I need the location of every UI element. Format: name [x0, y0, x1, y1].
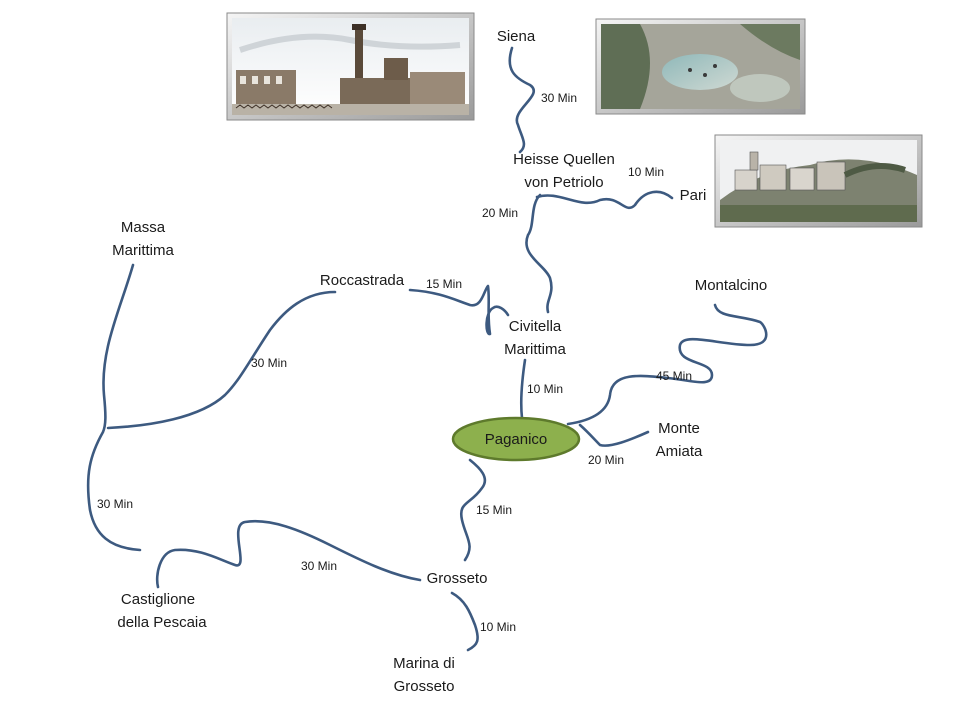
label-castiglione-line2: della Pescaia — [117, 614, 207, 631]
town-square-photo-icon — [232, 24, 469, 115]
road-siena-quellen — [508, 46, 535, 154]
time-castiglione-grosseto: 30 Min — [301, 559, 337, 573]
hub-paganico: Paganico — [451, 416, 581, 462]
hot-springs-photo-icon — [601, 24, 800, 109]
label-massa-line1: Massa — [121, 219, 166, 236]
label-civitella-line1: Civitella — [509, 318, 562, 335]
road-network — [86, 46, 768, 652]
photo-siena-piazza — [226, 12, 475, 121]
time-quellen-civitella: 20 Min — [482, 206, 518, 220]
road-civitella-paganico — [519, 358, 527, 420]
label-castiglione-line1: Castiglione — [121, 591, 195, 608]
label-marina-line1: Marina di — [393, 655, 455, 672]
photo-pari-village — [714, 134, 923, 228]
time-civitella-paganico: 10 Min — [527, 382, 563, 396]
road-paganico-amiata — [578, 423, 650, 447]
road-roccastrada-junction — [106, 290, 337, 430]
label-pari: Pari — [680, 187, 707, 204]
time-roccastrada-junction: 30 Min — [251, 356, 287, 370]
label-massa-line2: Marittima — [112, 242, 174, 259]
place-labels: Siena Heisse Quellen von Petriolo Pari M… — [112, 28, 767, 695]
label-roccastrada: Roccastrada — [320, 272, 405, 289]
label-grosseto: Grosseto — [427, 570, 488, 587]
road-castiglione-grosseto — [155, 519, 422, 589]
hub-ellipse — [451, 416, 581, 462]
time-quellen-pari: 10 Min — [628, 165, 664, 179]
label-montalcino: Montalcino — [695, 277, 768, 294]
travel-time-labels: 30 Min 10 Min 20 Min 15 Min 10 Min 45 Mi… — [97, 91, 692, 634]
label-monte-amiata-line2: Amiata — [656, 443, 703, 460]
time-roccastrada-civitella: 15 Min — [426, 277, 462, 291]
label-heisse-quellen-line1: Heisse Quellen — [513, 151, 615, 168]
road-quellen-pari — [535, 190, 674, 210]
time-massa-castiglione: 30 Min — [97, 497, 133, 511]
road-massa-castiglione — [86, 263, 142, 552]
road-paganico-grosseto — [459, 458, 487, 562]
hill-village-photo-icon — [720, 151, 917, 222]
label-marina-line2: Grosseto — [394, 678, 455, 695]
time-siena-quellen: 30 Min — [541, 91, 577, 105]
label-siena: Siena — [497, 28, 536, 45]
time-paganico-amiata: 20 Min — [588, 453, 624, 467]
label-monte-amiata-line1: Monte — [658, 420, 700, 437]
road-roccastrada-civitella — [408, 284, 510, 336]
hub-label: Paganico — [485, 431, 548, 448]
road-paganico-montalcino — [566, 303, 768, 426]
time-paganico-montalcino: 45 Min — [656, 369, 692, 383]
label-civitella-line2: Marittima — [504, 341, 566, 358]
time-grosseto-marina: 10 Min — [480, 620, 516, 634]
road-grosseto-marina — [450, 591, 479, 652]
time-paganico-grosseto: 15 Min — [476, 503, 512, 517]
photo-hot-springs — [595, 18, 806, 115]
label-heisse-quellen-line2: von Petriolo — [524, 174, 603, 191]
road-quellen-civitella — [525, 193, 553, 314]
